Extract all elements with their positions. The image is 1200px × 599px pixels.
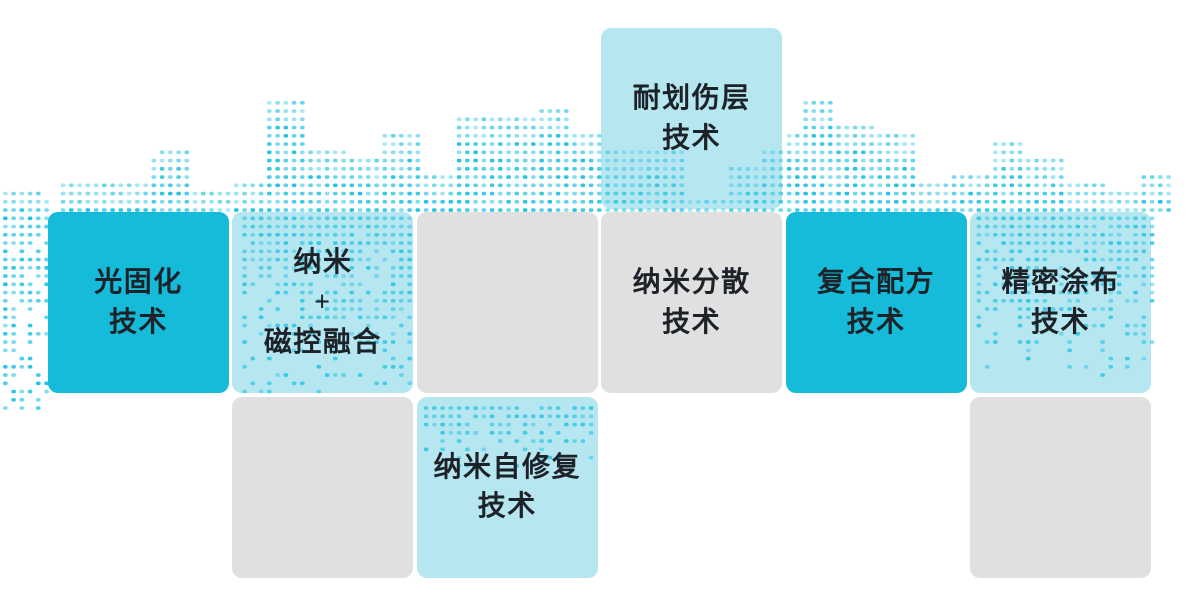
tile-nano-magnetron-fusion: 纳米 + 磁控融合 xyxy=(263,247,382,358)
tile-uv-curing-background xyxy=(48,212,229,394)
tile-empty-middle-background xyxy=(416,212,598,394)
tile-uv-curing: 光固化 技术 xyxy=(94,267,183,338)
tile-precision-coating: 精密涂布 技术 xyxy=(1001,267,1120,338)
tile-scratch-resistant-layer: 耐划伤层 技术 xyxy=(632,82,751,154)
tile-empty-bottom-left xyxy=(232,397,413,578)
tile-nano-self-healing: 纳米自修复 技术 xyxy=(433,451,582,523)
tile-nano-self-healing-background xyxy=(416,396,598,578)
tile-empty-bottom-right xyxy=(970,397,1151,578)
tile-empty-bottom-right-background xyxy=(970,396,1151,578)
tile-composite-formula: 复合配方 技术 xyxy=(817,267,936,338)
tile-empty-middle xyxy=(417,212,598,393)
tile-nano-dispersion: 纳米分散 技术 xyxy=(632,267,751,338)
tile-empty-bottom-left-background xyxy=(232,396,414,578)
tile-nano-dispersion-background xyxy=(601,212,783,394)
tile-composite-formula-background xyxy=(785,212,967,394)
